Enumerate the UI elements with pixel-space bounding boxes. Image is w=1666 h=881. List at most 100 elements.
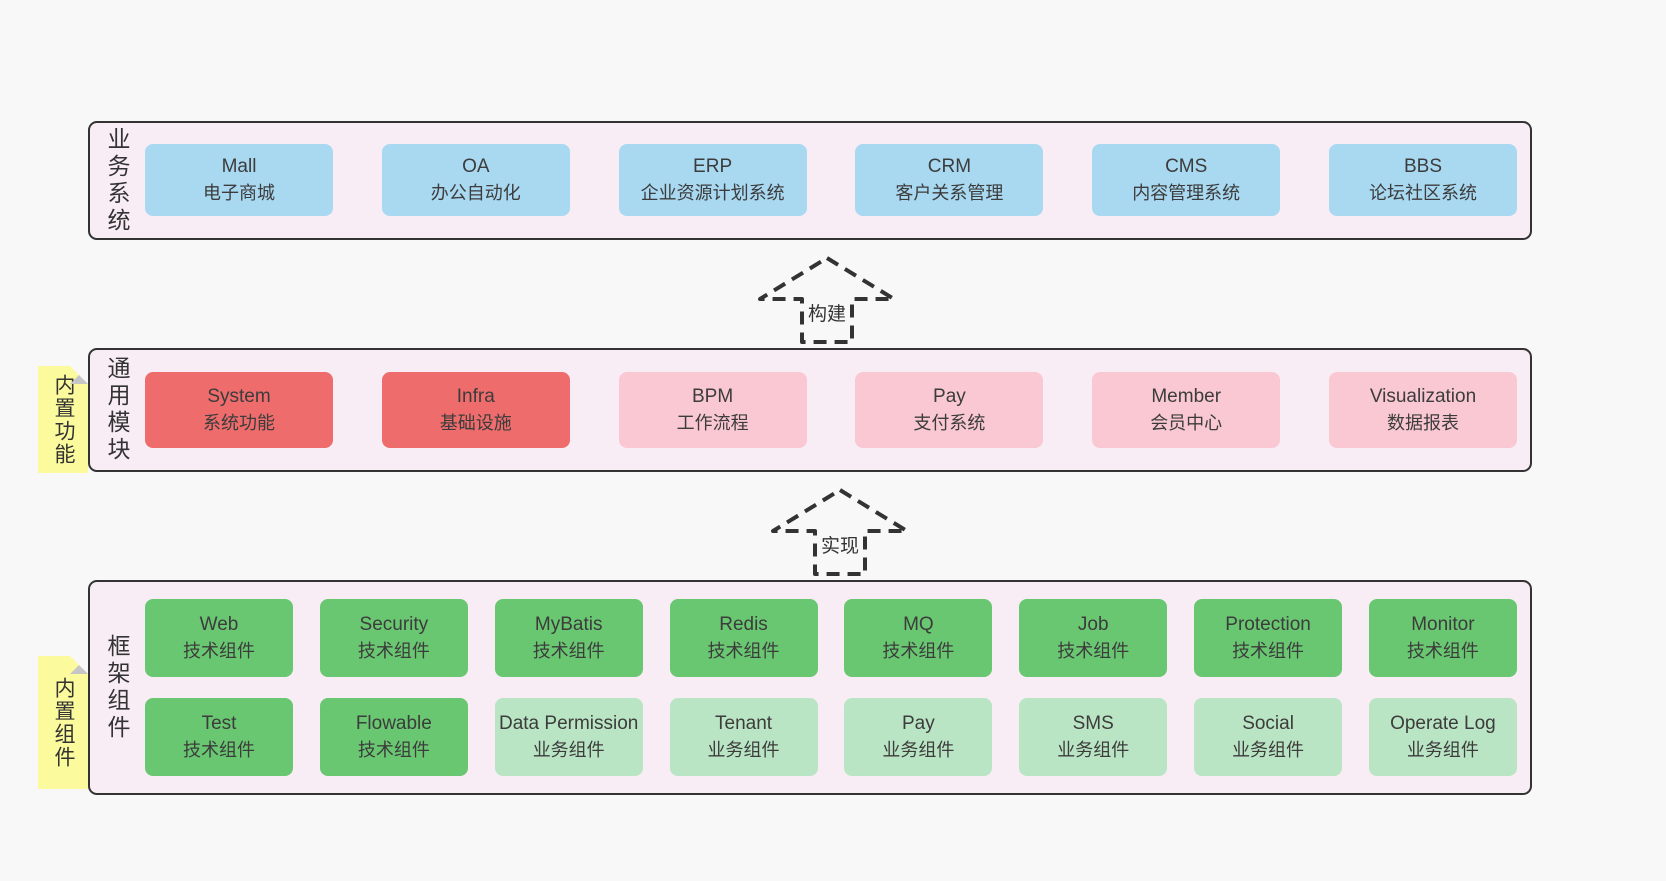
box-desc: 内容管理系统 (1132, 182, 1241, 203)
box-desc: 支付系统 (913, 412, 986, 433)
layer-label-modules: 通用模块 (104, 356, 130, 464)
box-crm: CRM 客户关系管理 (855, 144, 1044, 216)
modules-box-row: System 系统功能 Infra 基础设施 BPM 工作流程 Pay 支付系统 Member 会… (145, 372, 1517, 448)
sticky-note-builtin-features: 内置功能 (38, 366, 88, 473)
box-name: Data Permission (498, 713, 639, 735)
box-name: Monitor (1411, 614, 1475, 636)
sticky-note-text: 内置组件 (52, 676, 75, 769)
box-desc: 会员中心 (1150, 412, 1223, 433)
box-name: Protection (1225, 614, 1311, 636)
box-oa: OA 办公自动化 (381, 144, 570, 216)
box-tenant: Tenant 业务组件 (669, 698, 818, 776)
box-name: System (207, 386, 271, 408)
box-name: ERP (693, 156, 733, 178)
box-name: CMS (1165, 156, 1208, 178)
box-desc: 业务组件 (532, 739, 605, 760)
box-name: Tenant (715, 713, 773, 735)
box-name: Mall (221, 156, 257, 178)
box-desc: 技术组件 (532, 640, 605, 661)
box-desc: 电子商城 (203, 182, 275, 203)
common-modules-layer: 通用模块 System 系统功能 Infra 基础设施 BPM 工作流程 Pay 支付系统 Me… (88, 348, 1532, 472)
box-desc: 论坛社区系统 (1368, 182, 1477, 203)
box-test: Test 技术组件 (145, 698, 293, 776)
box-desc: 技术组件 (882, 640, 955, 661)
box-desc: 客户关系管理 (895, 182, 1004, 203)
box-desc: 业务组件 (1406, 739, 1479, 760)
box-bpm: BPM 工作流程 (618, 372, 807, 448)
build-arrow-label: 构建 (804, 299, 850, 326)
box-erp: ERP 企业资源计划系统 (618, 144, 807, 216)
box-name: Flowable (355, 713, 432, 735)
box-name: SMS (1072, 713, 1114, 735)
box-data-permission: Data Permission 业务组件 (494, 698, 643, 776)
box-desc: 工作流程 (676, 412, 749, 433)
box-name: Test (201, 713, 237, 735)
box-desc: 业务组件 (882, 739, 955, 760)
box-operate-log: Operate Log 业务组件 (1368, 698, 1517, 776)
box-name: Social (1242, 713, 1294, 735)
box-name: MQ (903, 614, 934, 636)
box-system: System 系统功能 (145, 372, 333, 448)
box-desc: 系统功能 (203, 412, 275, 433)
box-name: Job (1077, 614, 1109, 636)
box-desc: 技术组件 (183, 739, 255, 760)
box-desc: 数据报表 (1386, 412, 1459, 433)
box-monitor: Monitor 技术组件 (1368, 599, 1517, 677)
box-name: MyBatis (534, 614, 603, 636)
box-protection: Protection 技术组件 (1194, 599, 1343, 677)
dashed-up-arrow-icon (758, 256, 896, 344)
box-mq: MQ 技术组件 (844, 599, 993, 677)
layer-label-components: 框架组件 (104, 633, 130, 742)
layer-label-business: 业务系统 (104, 126, 130, 235)
box-security: Security 技术组件 (319, 599, 468, 677)
box-mall: Mall 电子商城 (145, 144, 333, 216)
box-mybatis: MyBatis 技术组件 (494, 599, 643, 677)
build-arrow: 构建 (757, 255, 897, 345)
box-name: Web (199, 614, 239, 636)
box-infra: Infra 基础设施 (381, 372, 570, 448)
box-desc: 基础设施 (439, 412, 512, 433)
box-name: Visualization (1369, 386, 1477, 408)
box-bbs: BBS 论坛社区系统 (1328, 144, 1517, 216)
box-desc: 技术组件 (1232, 640, 1305, 661)
sticky-note-text: 内置功能 (52, 373, 75, 466)
implement-arrow: 实现 (770, 487, 910, 577)
box-name: Pay (933, 386, 966, 408)
box-name: Redis (719, 614, 768, 636)
box-name: OA (462, 156, 490, 178)
box-name: Operate Log (1390, 713, 1496, 735)
box-desc: 技术组件 (707, 640, 780, 661)
box-desc: 业务组件 (707, 739, 780, 760)
box-visualization: Visualization 数据报表 (1328, 372, 1517, 448)
box-job: Job 技术组件 (1019, 599, 1168, 677)
box-redis: Redis 技术组件 (669, 599, 818, 677)
sticky-note-builtin-components: 内置组件 (38, 656, 88, 789)
box-web: Web 技术组件 (145, 599, 293, 677)
box-desc: 技术组件 (183, 640, 255, 661)
box-desc: 业务组件 (1232, 739, 1305, 760)
dashed-up-arrow-icon (771, 488, 909, 576)
box-member: Member 会员中心 (1092, 372, 1281, 448)
box-social: Social 业务组件 (1194, 698, 1343, 776)
box-desc: 技术组件 (1057, 640, 1130, 661)
box-desc: 技术组件 (1406, 640, 1479, 661)
box-desc: 企业资源计划系统 (640, 182, 785, 203)
box-name: Infra (456, 386, 495, 408)
box-name: CRM (927, 156, 972, 178)
business-systems-layer: 业务系统 Mall 电子商城 OA 办公自动化 ERP 企业资源计划系统 CRM 客户关系管理… (88, 121, 1532, 240)
business-box-row: Mall 电子商城 OA 办公自动化 ERP 企业资源计划系统 CRM 客户关系管理 CMS 内容… (145, 144, 1517, 216)
implement-arrow-label: 实现 (817, 531, 863, 558)
box-cms: CMS 内容管理系统 (1092, 144, 1281, 216)
box-name: Security (359, 614, 429, 636)
box-name: BPM (692, 386, 734, 408)
box-desc: 办公自动化 (430, 182, 521, 203)
box-name: Member (1151, 386, 1222, 408)
box-name: BBS (1403, 156, 1442, 178)
box-desc: 技术组件 (357, 640, 430, 661)
